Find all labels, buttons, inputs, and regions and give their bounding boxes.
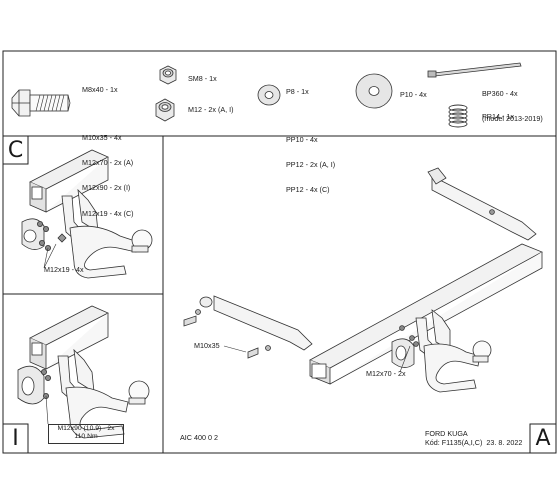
spring-label: PR14 - 1x [482,112,514,121]
panel-c-bolt-label: M12x19 - 4x [44,265,84,274]
cable-tie-label: BP360 - 4x (model 2013-2019) [482,73,543,132]
bolt-label: M8x40 - 1x M10x35 - 4x M12x70 - 2x (A) M… [82,69,134,226]
panel-i-bolt-label: M12x90 (10.9) - 2x [57,425,115,432]
washer-small-line-4: PP12 - 4x (C) [286,185,330,195]
panel-c-drawing [21,149,153,279]
lock-nut-small-icon [159,65,177,85]
washer-small-label: P8 - 1x PP10 - 4x PP12 - 2x (A, I) PP12 … [286,71,335,203]
panel-i-bolt-box: M12x90 (10.9) - 2x 110 Nm [48,424,124,444]
footer-code: AIC 400 0 2 [180,433,218,442]
washer-small-line-2: PP10 - 4x [286,134,318,144]
panel-i-letter: I [12,426,19,451]
spring-icon [448,104,468,128]
panel-i-drawing [17,305,150,439]
washer-large-label: P10 - 4x [400,90,427,99]
washer-small-icon [257,84,281,106]
cable-tie-icon [427,62,522,78]
panel-c-letter: C [7,138,24,163]
nut-large-label: M12 - 2x (A, I) [188,105,234,114]
washer-small-line-3: PP12 - 2x (A, I) [286,160,336,170]
panel-a-letter: A [535,426,551,451]
bolt-line-3: M12x70 - 2x (A) [82,158,134,168]
bolt-line-5: M12x19 - 4x (C) [82,208,134,218]
bolt-line-4: M12x90 - 2x (I) [82,183,131,193]
panel-i-torque: 110 Nm [74,433,98,440]
footer-kod: Kód: F1135(A,I,C) 23. 8. 2022 [425,438,523,447]
washer-large-icon [355,73,393,109]
panel-a-drawing [183,167,543,393]
bolt-line-2: M10x35 - 4x [82,132,122,142]
cable-tie-line-1: BP360 - 4x [482,88,518,98]
sheet-frame [2,50,557,454]
nut-small-label: SM8 - 1x [188,74,217,83]
lock-nut-large-icon [155,98,175,122]
panel-a-bolt-label-1: M10x35 [194,341,220,350]
hex-bolt-icon [11,89,71,117]
bolt-line-1: M8x40 - 1x [82,84,118,94]
washer-small-line-1: P8 - 1x [286,86,309,96]
footer-model: FORD KUGA [425,429,468,438]
panel-a-bolt-label-2: M12x70 - 2x [366,369,406,378]
cable-tie-line-2: (model 2013-2019) [482,114,543,124]
